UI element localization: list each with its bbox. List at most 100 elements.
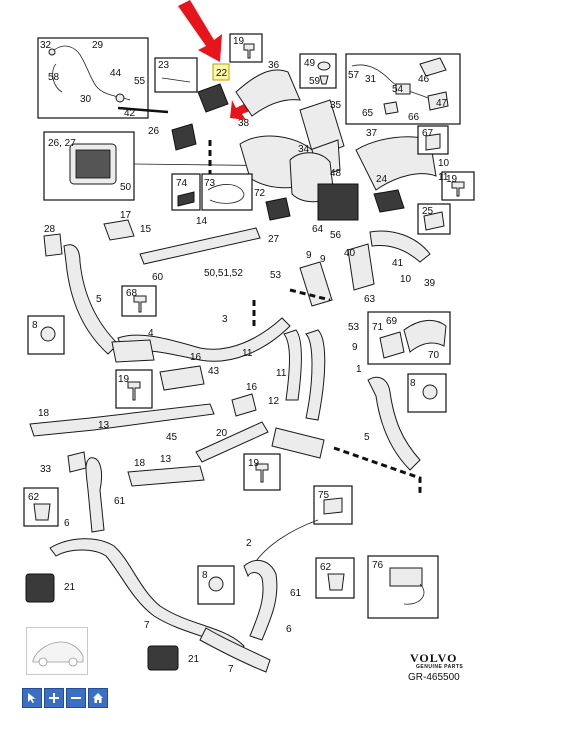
callout-57[interactable]: 57 (348, 70, 360, 81)
callout-18a[interactable]: 18 (38, 408, 50, 419)
callout-59[interactable]: 59 (309, 76, 321, 87)
callout-23[interactable]: 23 (158, 60, 170, 71)
callout-74[interactable]: 74 (176, 178, 188, 189)
callout-20[interactable]: 20 (216, 428, 228, 439)
callout-13a[interactable]: 13 (98, 420, 110, 431)
callout-19a[interactable]: 19 (233, 36, 245, 47)
callout-17[interactable]: 17 (120, 210, 132, 221)
callout-40[interactable]: 40 (344, 248, 356, 259)
callout-18b[interactable]: 18 (134, 458, 146, 469)
callout-61b[interactable]: 61 (290, 588, 302, 599)
callout-5a[interactable]: 5 (96, 294, 102, 305)
callout-55[interactable]: 55 (134, 76, 146, 87)
callout-46[interactable]: 46 (418, 74, 430, 85)
callout-5b[interactable]: 5 (364, 432, 370, 443)
callout-37[interactable]: 37 (366, 128, 378, 139)
callout-58[interactable]: 58 (48, 72, 60, 83)
callout-11b[interactable]: 11 (242, 348, 253, 359)
callout-6b[interactable]: 6 (286, 624, 292, 635)
callout-29[interactable]: 29 (92, 40, 104, 51)
callout-11a[interactable]: 11 (438, 172, 449, 183)
callout-48[interactable]: 48 (330, 168, 342, 179)
callout-32[interactable]: 32 (40, 40, 52, 51)
callout-26[interactable]: 26 (148, 126, 160, 137)
callout-64[interactable]: 64 (312, 224, 324, 235)
callout-24[interactable]: 24 (376, 174, 388, 185)
callout-72[interactable]: 72 (254, 188, 266, 199)
callout-35[interactable]: 35 (330, 100, 342, 111)
callout-30[interactable]: 30 (80, 94, 92, 105)
callout-19c[interactable]: 19 (118, 374, 130, 385)
callout-8b[interactable]: 8 (410, 378, 416, 389)
callout-53a[interactable]: 53 (270, 270, 282, 281)
callout-22[interactable]: 22 (216, 68, 228, 79)
callout-60[interactable]: 60 (152, 272, 164, 283)
callout-2627[interactable]: 26, 27 (48, 138, 76, 149)
vent-22[interactable] (197, 83, 229, 113)
zoom-in-button[interactable] (44, 688, 64, 708)
callout-14[interactable]: 14 (196, 216, 208, 227)
callout-21b[interactable]: 21 (188, 654, 200, 665)
callout-19b[interactable]: 19 (446, 174, 458, 185)
callout-61a[interactable]: 61 (114, 496, 126, 507)
callout-19d[interactable]: 19 (248, 458, 260, 469)
callout-75[interactable]: 75 (318, 490, 330, 501)
callout-44[interactable]: 44 (110, 68, 122, 79)
callout-62b[interactable]: 62 (320, 562, 332, 573)
callout-8c[interactable]: 8 (202, 570, 208, 581)
callout-10a[interactable]: 10 (438, 158, 450, 169)
callout-67[interactable]: 67 (422, 128, 434, 139)
vehicle-thumbnail[interactable] (26, 627, 88, 675)
home-button[interactable] (88, 688, 108, 708)
callout-27[interactable]: 27 (268, 234, 280, 245)
callout-42[interactable]: 42 (124, 108, 136, 119)
callout-8a[interactable]: 8 (32, 320, 38, 331)
callout-76[interactable]: 76 (372, 560, 384, 571)
callout-49[interactable]: 49 (304, 58, 316, 69)
callout-25[interactable]: 25 (422, 206, 434, 217)
callout-16a[interactable]: 16 (190, 352, 202, 363)
callout-62a[interactable]: 62 (28, 492, 40, 503)
callout-505152[interactable]: 50,51,52 (204, 268, 243, 279)
callout-71[interactable]: 71 (372, 322, 384, 333)
callout-66[interactable]: 66 (408, 112, 420, 123)
callout-33[interactable]: 33 (40, 464, 52, 475)
callout-65[interactable]: 65 (362, 108, 374, 119)
callout-16b[interactable]: 16 (246, 382, 258, 393)
callout-53b[interactable]: 53 (348, 322, 360, 333)
zoom-out-button[interactable] (66, 688, 86, 708)
callout-47[interactable]: 47 (436, 98, 448, 109)
callout-9b[interactable]: 9 (320, 254, 326, 265)
callout-28[interactable]: 28 (44, 224, 56, 235)
callout-7b[interactable]: 7 (228, 664, 234, 675)
callout-68[interactable]: 68 (126, 288, 138, 299)
callout-31[interactable]: 31 (365, 74, 377, 85)
callout-38[interactable]: 38 (238, 118, 250, 129)
callout-69[interactable]: 69 (386, 316, 398, 327)
callout-63[interactable]: 63 (364, 294, 376, 305)
callout-45[interactable]: 45 (166, 432, 178, 443)
callout-70[interactable]: 70 (428, 350, 440, 361)
callout-10b[interactable]: 10 (400, 274, 412, 285)
callout-54[interactable]: 54 (392, 84, 404, 95)
callout-7a[interactable]: 7 (144, 620, 150, 631)
callout-4[interactable]: 4 (148, 328, 154, 339)
callout-11c[interactable]: 11 (276, 368, 287, 379)
callout-50[interactable]: 50 (120, 182, 132, 193)
callout-3[interactable]: 3 (222, 314, 228, 325)
callout-15[interactable]: 15 (140, 224, 152, 235)
callout-73[interactable]: 73 (204, 178, 216, 189)
callout-9c[interactable]: 9 (352, 342, 358, 353)
callout-34[interactable]: 34 (298, 144, 310, 155)
callout-13b[interactable]: 13 (160, 454, 172, 465)
callout-2[interactable]: 2 (246, 538, 252, 549)
callout-21a[interactable]: 21 (64, 582, 76, 593)
callout-39[interactable]: 39 (424, 278, 436, 289)
callout-9a[interactable]: 9 (306, 250, 312, 261)
callout-12[interactable]: 12 (268, 396, 280, 407)
callout-56[interactable]: 56 (330, 230, 342, 241)
select-tool-button[interactable] (22, 688, 42, 708)
callout-36[interactable]: 36 (268, 60, 280, 71)
callout-6a[interactable]: 6 (64, 518, 70, 529)
callout-41[interactable]: 41 (392, 258, 404, 269)
